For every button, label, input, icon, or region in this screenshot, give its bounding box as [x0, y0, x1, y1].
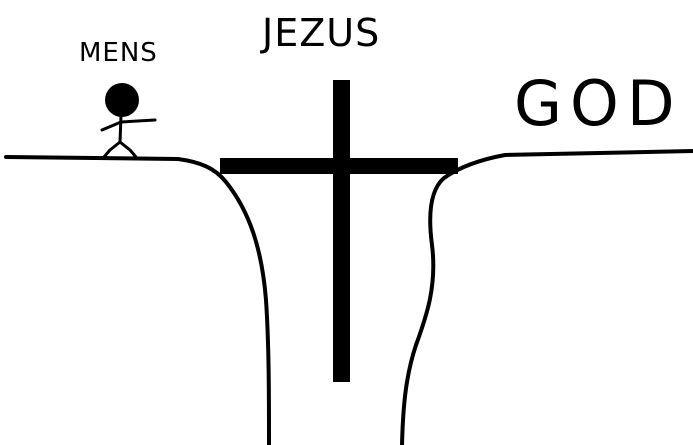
jesus-label: JEZUS: [262, 14, 380, 52]
stick-figure-leg-front: [120, 142, 136, 157]
stick-figure-body: [120, 116, 121, 142]
stick-figure-arm-back: [102, 122, 121, 130]
right-cliff: [402, 151, 693, 445]
stick-figure-arm-front: [121, 120, 155, 122]
human-label: MENS: [79, 40, 158, 66]
left-cliff: [6, 157, 269, 445]
god-label: GOD: [514, 73, 683, 135]
stick-figure-leg-back: [104, 142, 120, 157]
cross-vertical-beam: [333, 80, 350, 382]
stick-figure: [102, 83, 155, 157]
stick-figure-head: [105, 83, 139, 117]
